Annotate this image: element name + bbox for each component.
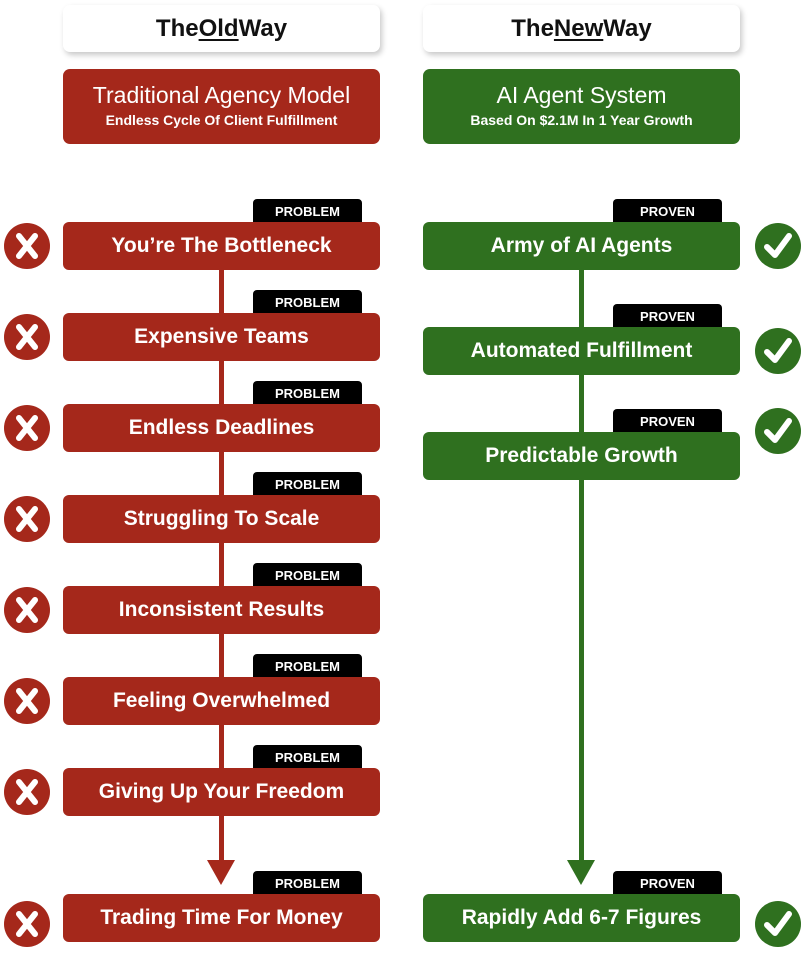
old-step-box: Expensive Teams bbox=[63, 313, 380, 361]
old-way-header: The Old Way bbox=[63, 5, 380, 52]
old-model-subtitle: Endless Cycle Of Client Fulfillment bbox=[105, 112, 338, 128]
new-model-subtitle: Based On $2.1M In 1 Year Growth bbox=[470, 112, 693, 128]
old-flow-line bbox=[219, 268, 224, 864]
old-step-box: Endless Deadlines bbox=[63, 404, 380, 452]
old-step-box: Inconsistent Results bbox=[63, 586, 380, 634]
old-step-box: Trading Time For Money bbox=[63, 894, 380, 942]
old-tag-problem: PROBLEM bbox=[253, 745, 362, 769]
old-step-box: Giving Up Your Freedom bbox=[63, 768, 380, 816]
old-tag-problem: PROBLEM bbox=[253, 199, 362, 223]
header-text: Way bbox=[238, 14, 288, 42]
header-text: The bbox=[155, 14, 199, 42]
old-tag-problem: PROBLEM bbox=[253, 381, 362, 405]
old-arrow-head bbox=[207, 860, 235, 885]
old-tag-problem: PROBLEM bbox=[253, 871, 362, 895]
check-icon bbox=[755, 901, 801, 947]
new-step-box: Automated Fulfillment bbox=[423, 327, 740, 375]
old-model-box: Traditional Agency Model Endless Cycle O… bbox=[63, 69, 380, 144]
old-step-box: You’re The Bottleneck bbox=[63, 222, 380, 270]
header-text: Way bbox=[603, 14, 652, 42]
old-tag-problem: PROBLEM bbox=[253, 654, 362, 678]
x-icon bbox=[4, 769, 50, 815]
x-icon bbox=[4, 223, 50, 269]
old-tag-problem: PROBLEM bbox=[253, 290, 362, 314]
new-way-header: The New Way bbox=[423, 5, 740, 52]
x-icon bbox=[4, 587, 50, 633]
header-text: The bbox=[511, 14, 554, 42]
check-icon bbox=[755, 408, 801, 454]
new-tag-proven: PROVEN bbox=[613, 199, 722, 223]
header-emphasis: Old bbox=[198, 14, 239, 42]
new-model-title: AI Agent System bbox=[496, 82, 667, 108]
old-tag-problem: PROBLEM bbox=[253, 472, 362, 496]
new-flow-line bbox=[579, 268, 584, 864]
x-icon bbox=[4, 314, 50, 360]
new-step-box: Rapidly Add 6-7 Figures bbox=[423, 894, 740, 942]
old-tag-problem: PROBLEM bbox=[253, 563, 362, 587]
new-tag-proven: PROVEN bbox=[613, 409, 722, 433]
new-tag-proven: PROVEN bbox=[613, 304, 722, 328]
x-icon bbox=[4, 405, 50, 451]
old-step-box: Feeling Overwhelmed bbox=[63, 677, 380, 725]
x-icon bbox=[4, 901, 50, 947]
new-model-box: AI Agent System Based On $2.1M In 1 Year… bbox=[423, 69, 740, 144]
new-step-box: Predictable Growth bbox=[423, 432, 740, 480]
x-icon bbox=[4, 496, 50, 542]
check-icon bbox=[755, 328, 801, 374]
new-arrow-head bbox=[567, 860, 595, 885]
old-model-title: Traditional Agency Model bbox=[92, 82, 351, 108]
new-tag-proven: PROVEN bbox=[613, 871, 722, 895]
x-icon bbox=[4, 678, 50, 724]
new-step-box: Army of AI Agents bbox=[423, 222, 740, 270]
old-step-box: Struggling To Scale bbox=[63, 495, 380, 543]
check-icon bbox=[755, 223, 801, 269]
header-emphasis: New bbox=[553, 14, 604, 42]
